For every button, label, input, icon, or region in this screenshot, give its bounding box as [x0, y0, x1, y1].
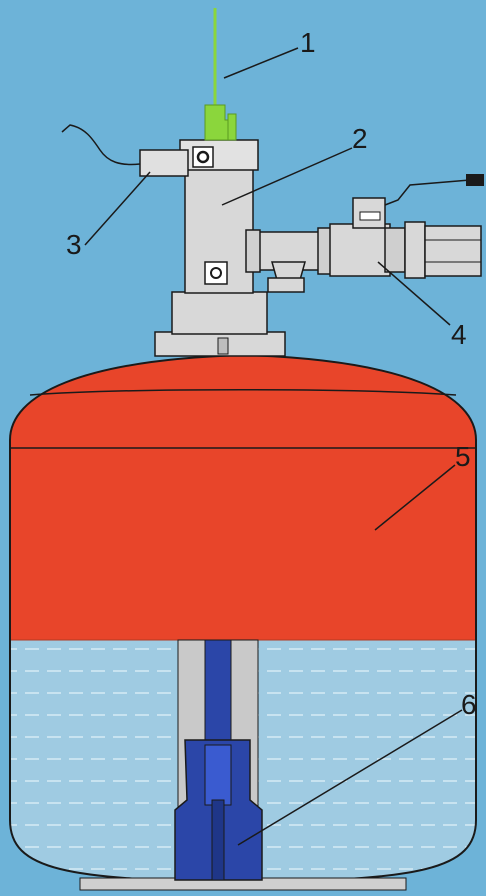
callout-2: 2: [352, 123, 368, 154]
callout-3: 3: [66, 229, 82, 260]
solenoid-icon: [62, 125, 188, 176]
outlet-valve-icon: [246, 174, 484, 292]
callout-5: 5: [455, 441, 471, 472]
callout-1: 1: [300, 27, 316, 58]
callout-6: 6: [461, 689, 477, 720]
wire-icon: [205, 8, 236, 140]
siphon-tube-icon: [175, 640, 262, 880]
callout-4: 4: [451, 319, 467, 350]
